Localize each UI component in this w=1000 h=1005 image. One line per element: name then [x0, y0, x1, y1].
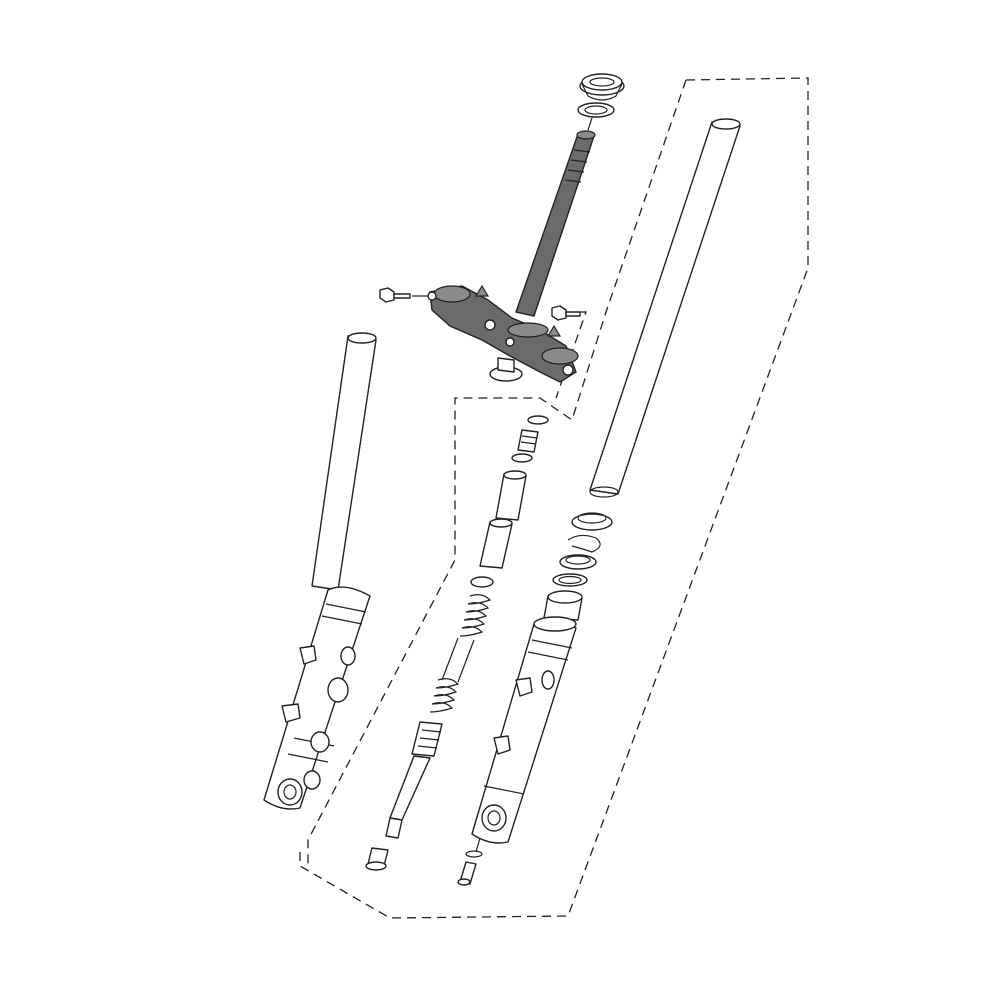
bearing-seal [577, 102, 615, 118]
inner-tube-left [311, 332, 377, 591]
spacer-lower [479, 518, 513, 569]
outer-slider-left [263, 586, 371, 810]
clamp-bolt-right [551, 305, 581, 321]
oil-lock-piece [365, 847, 389, 871]
spacer-upper [495, 470, 527, 521]
washer [552, 573, 588, 587]
lower-triple-clamp [427, 284, 579, 383]
drain-washer [465, 850, 483, 858]
spring-seat [470, 576, 494, 588]
damper-rod [385, 721, 443, 839]
dust-seal [571, 512, 613, 531]
oil-seal [559, 554, 597, 570]
group-boundary-right [299, 77, 809, 919]
steering-stem-shaft [515, 130, 596, 317]
bearing-race-top [579, 73, 625, 101]
cap-bolt [517, 415, 549, 453]
clamp-bolt-left [379, 287, 428, 303]
o-ring [511, 453, 533, 463]
stem-cap [489, 357, 523, 382]
group-boundary-inner [307, 79, 687, 866]
rebound-spring [429, 678, 460, 713]
bottom-bolt [457, 861, 477, 886]
outer-slider-right [471, 616, 577, 844]
retaining-clip [567, 534, 601, 553]
slide-bushing [543, 590, 583, 621]
fork-spring [441, 594, 492, 683]
inner-tube-right [589, 118, 741, 498]
